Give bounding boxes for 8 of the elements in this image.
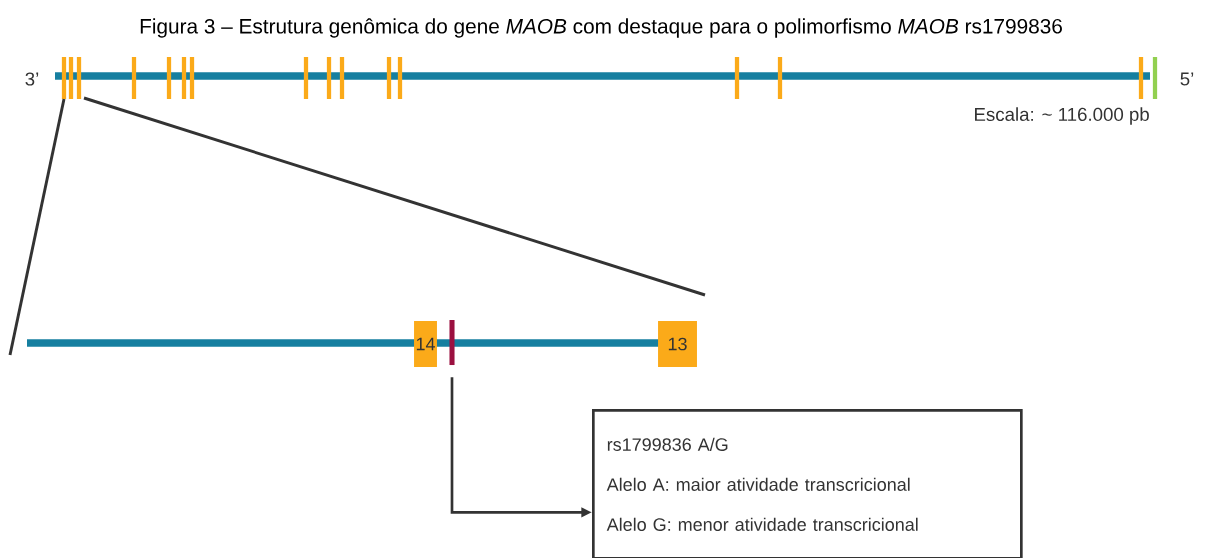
strand-end-label: 5’ [1180, 72, 1194, 86]
info-box: rs1799836 A/G Alelo A: maior atividade transcricional Alelo G: menor atividade transcricional [592, 409, 1023, 558]
strand-end-label: 3’ [25, 72, 39, 86]
exon-box: 14 [414, 321, 437, 367]
figure-title: Figura 3 – Estrutura genômica do gene MAOB com destaque para o polimorfismo MAOB rs1799836 [140, 18, 1062, 38]
scale-label: Escala: ~ 116.000 pb [975, 107, 1149, 125]
exon-box: 13 [658, 321, 697, 367]
snp-marker [449, 319, 455, 366]
